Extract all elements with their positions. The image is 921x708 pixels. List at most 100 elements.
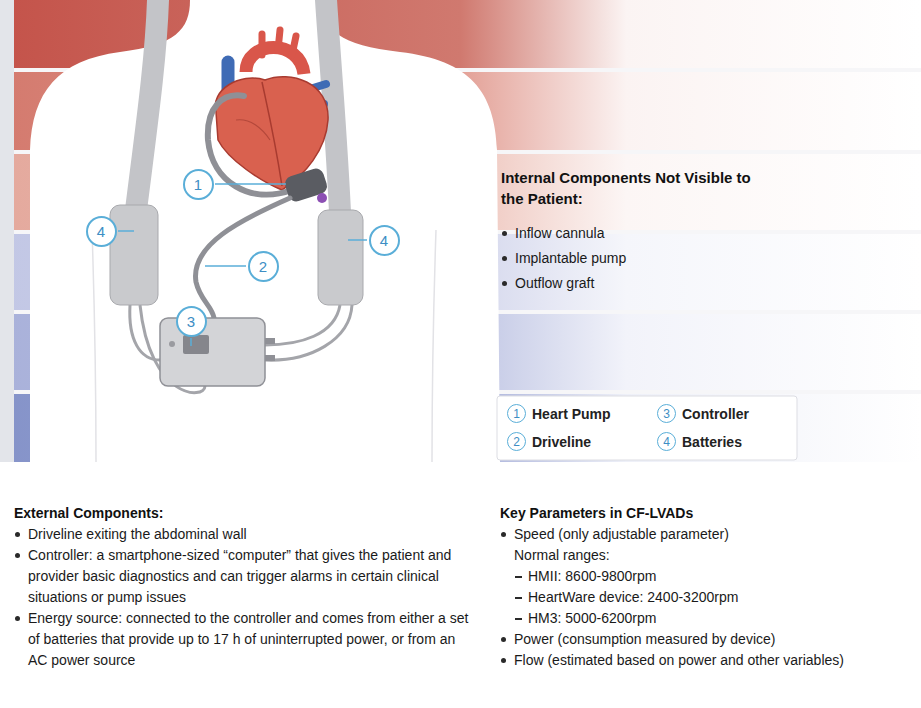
section-heading: External Components:	[14, 503, 472, 524]
controller	[169, 341, 175, 347]
bullet-dash	[515, 576, 522, 578]
bullet-item: HeartWare device: 2400-3200rpm	[500, 587, 912, 608]
heart	[215, 30, 328, 190]
batteries	[318, 210, 363, 305]
driveline	[196, 198, 290, 318]
text: Key Parameters in CF-LVADs	[500, 505, 693, 521]
bullet-dot	[501, 532, 506, 537]
text: Flow (estimated based on power and other…	[514, 652, 844, 668]
leader-lines	[215, 183, 286, 185]
text: HeartWare device: 2400-3200rpm	[528, 589, 738, 605]
leader-lines	[118, 184, 367, 346]
leader-lines	[190, 338, 192, 346]
driveline	[196, 198, 290, 318]
background-bands	[0, 0, 921, 462]
body-silhouette	[432, 230, 436, 462]
bullet-dot	[502, 231, 507, 236]
body-silhouette	[30, 0, 500, 462]
bullet-item: Controller: a smartphone-sized “computer…	[14, 545, 472, 608]
legend-entry: 1 Heart Pump	[507, 404, 611, 423]
bullet-item: Speed (only adjustable parameter)	[500, 524, 912, 545]
text: Inflow cannula	[515, 225, 605, 241]
callout-number: 1	[194, 176, 202, 193]
bullet-dot	[15, 616, 20, 621]
legend-box	[497, 396, 797, 460]
text: Outflow graft	[515, 275, 594, 291]
bullet-item: Inflow cannula	[501, 223, 761, 244]
bullet-item: HM3: 5000-6200rpm	[500, 608, 912, 629]
legend-box	[497, 396, 797, 460]
bullet-item: Flow (estimated based on power and other…	[500, 650, 912, 671]
text: HM3: 5000-6200rpm	[528, 610, 656, 626]
outflow-graft	[208, 95, 292, 194]
callout-number: 3	[657, 404, 676, 423]
leader-lines	[348, 239, 367, 241]
controller	[265, 338, 275, 344]
bullet-dot	[502, 256, 507, 261]
legend-entry: 4Batteries	[657, 432, 742, 451]
callout-number: 4	[97, 223, 105, 240]
section-heading: Internal Components Not Visible to the P…	[501, 167, 761, 209]
callout-circle: 4	[86, 216, 117, 247]
callout-number: 2	[507, 432, 526, 451]
controller	[160, 318, 265, 386]
text: HMII: 8600-9800rpm	[528, 568, 656, 584]
controller	[183, 335, 209, 354]
outflow-graft	[208, 95, 292, 194]
leader-lines	[205, 265, 246, 267]
callout-number: 1	[507, 404, 526, 423]
implantable-pump	[317, 193, 327, 203]
callout-circle: 2	[248, 251, 279, 282]
text: Implantable pump	[515, 250, 626, 266]
part-name: Driveline	[532, 434, 591, 450]
legend-entry: 2 Driveline	[507, 432, 591, 451]
battery-cables	[265, 305, 352, 360]
part-name: Controller	[682, 406, 749, 422]
part-name: Heart Pump	[532, 406, 611, 422]
bullet-item: Implantable pump	[501, 248, 761, 269]
callout-circle: 4	[369, 225, 400, 256]
leader-lines	[118, 230, 134, 232]
bullet-item: Driveline exiting the abdominal wall	[14, 524, 472, 545]
text: Energy source: connected to the controll…	[28, 610, 468, 668]
text: Speed (only adjustable parameter)	[514, 526, 729, 542]
callout-circle: 1	[183, 169, 214, 200]
bullet-item: HMII: 8600-9800rpm	[500, 566, 912, 587]
text: Power (consumption measured by device)	[514, 631, 775, 647]
bullet-dot	[15, 532, 20, 537]
bullet-dot	[15, 553, 20, 558]
harness-straps	[326, 0, 340, 212]
callout-number: 3	[187, 313, 195, 330]
harness-straps	[136, 0, 158, 210]
body-silhouette	[92, 230, 96, 462]
callout-number: 4	[380, 232, 388, 249]
text: Internal Components Not Visible to the P…	[501, 169, 751, 207]
callout-number: 2	[259, 258, 267, 275]
section-heading: Key Parameters in CF-LVADs	[500, 503, 912, 524]
bullet-dash	[515, 597, 522, 599]
bullet-dot	[502, 281, 507, 286]
heart	[262, 30, 296, 55]
bullet-item: Outflow graft	[501, 273, 761, 294]
body-silhouette	[30, 0, 500, 462]
text-column: Key Parameters in CF-LVADsSpeed (only ad…	[500, 503, 912, 671]
harness-straps	[136, 0, 340, 212]
part-name: Batteries	[682, 434, 742, 450]
background-bands	[0, 0, 921, 462]
text: Normal ranges:	[514, 547, 610, 563]
bullet-item: Power (consumption measured by device)	[500, 629, 912, 650]
bullet-item: Energy source: connected to the controll…	[14, 608, 472, 671]
legend-entry: 3 Controller	[657, 404, 749, 423]
text-column: Internal Components Not Visible to the P…	[501, 167, 761, 294]
heart	[236, 120, 270, 140]
text: External Components:	[14, 505, 163, 521]
bullet-dash	[515, 618, 522, 620]
bullet-dot	[501, 637, 506, 642]
background-bands	[0, 0, 14, 462]
bullet-item: Normal ranges:	[500, 545, 912, 566]
controller	[265, 355, 275, 361]
text-column: External Components: Driveline exiting th…	[14, 503, 472, 671]
batteries	[110, 205, 363, 305]
text: Driveline exiting the abdominal wall	[28, 526, 247, 542]
